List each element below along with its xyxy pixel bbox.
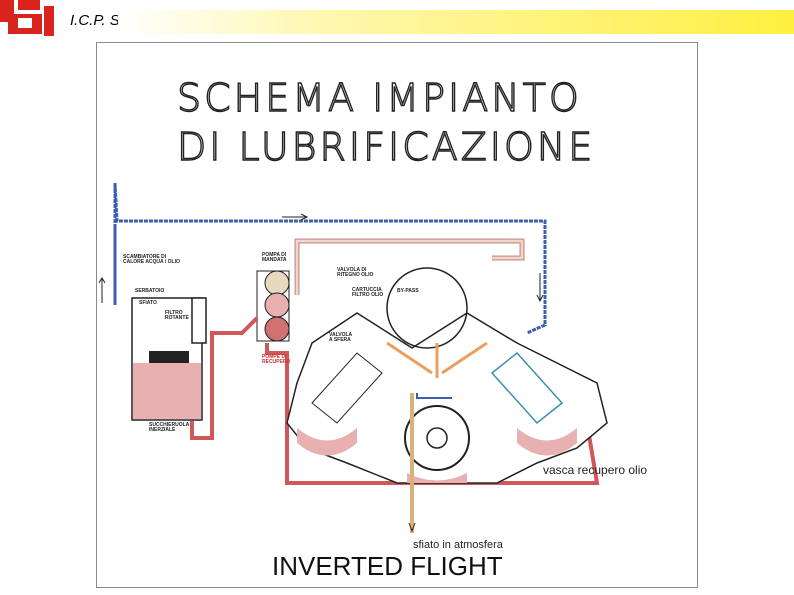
oil-level bbox=[133, 363, 201, 419]
label-cartuccia: CARTUCCIA FILTRO OLIO bbox=[352, 287, 384, 298]
cam-gear bbox=[386, 267, 468, 349]
diagram-drawing bbox=[98, 182, 608, 533]
diagram-caption: INVERTED FLIGHT bbox=[272, 551, 503, 581]
crankshaft-hub bbox=[426, 427, 448, 449]
cylinder-right bbox=[490, 351, 564, 425]
label-sfiato: SFIATO bbox=[139, 300, 157, 306]
breather-arrow bbox=[408, 522, 416, 533]
sump-bottom bbox=[407, 473, 467, 483]
pressure-line bbox=[113, 182, 547, 335]
label-vasca-recupero: vasca recupero olio bbox=[543, 463, 648, 477]
scavenge-pump-1 bbox=[264, 292, 290, 318]
scavenge-line-left bbox=[190, 316, 259, 440]
scavenge-line-right bbox=[517, 422, 600, 485]
return-pipe-top-inner bbox=[295, 239, 524, 295]
label-filtro: FILTRO ROTANTE bbox=[165, 310, 189, 321]
flow-arrow-right bbox=[536, 273, 544, 303]
cylinder-left bbox=[311, 352, 383, 424]
diagram-title-line1: SCHEMA IMPIANTO bbox=[176, 75, 582, 120]
company-name: I.C.P. Srl bbox=[70, 12, 129, 29]
pump-housing bbox=[256, 270, 290, 342]
flow-arrow-left bbox=[98, 277, 106, 303]
pressure-pump bbox=[264, 270, 290, 296]
label-sfiato-atmosfera: sfiato in atmosfera bbox=[413, 539, 503, 551]
label-valvola-ritegno: VALVOLA DI RITEGNO OLIO bbox=[337, 267, 374, 278]
icp-logo bbox=[0, 0, 54, 36]
return-pipe-top bbox=[294, 238, 525, 295]
label-succhieruola: SUCCHIERUOLA INERZIALE bbox=[149, 422, 190, 433]
lubrication-diagram: SCHEMA IMPIANTO DI LUBRIFICAZIONE SCAMBI… bbox=[96, 42, 698, 588]
label-valvola-sfera: VALVOLA A SFERA bbox=[329, 332, 353, 343]
oil-jets bbox=[386, 341, 488, 378]
label-pompa-mandata: POMPA DI MANDATA bbox=[262, 252, 287, 263]
label-bypass: BY-PASS bbox=[397, 288, 419, 294]
tank-piston bbox=[149, 351, 189, 363]
scavenge-pump-2 bbox=[264, 316, 290, 342]
sump-left bbox=[297, 428, 357, 456]
label-serbatoio: SERBATOIO bbox=[135, 288, 165, 294]
diagram-title-line2: DI LUBRIFICAZIONE bbox=[176, 124, 596, 169]
sump-right bbox=[517, 428, 577, 456]
vent-pipe bbox=[416, 393, 452, 399]
flow-arrow-top bbox=[282, 213, 309, 221]
label-scambiatore: SCAMBIATORE DI CALORE ACQUA / OLIO bbox=[123, 254, 180, 265]
rotating-filter bbox=[191, 297, 207, 344]
header-bar bbox=[118, 10, 794, 34]
scavenge-line-bottom bbox=[265, 343, 517, 485]
label-pompe-recupero: POMPE DI RECUPERO bbox=[262, 354, 291, 365]
